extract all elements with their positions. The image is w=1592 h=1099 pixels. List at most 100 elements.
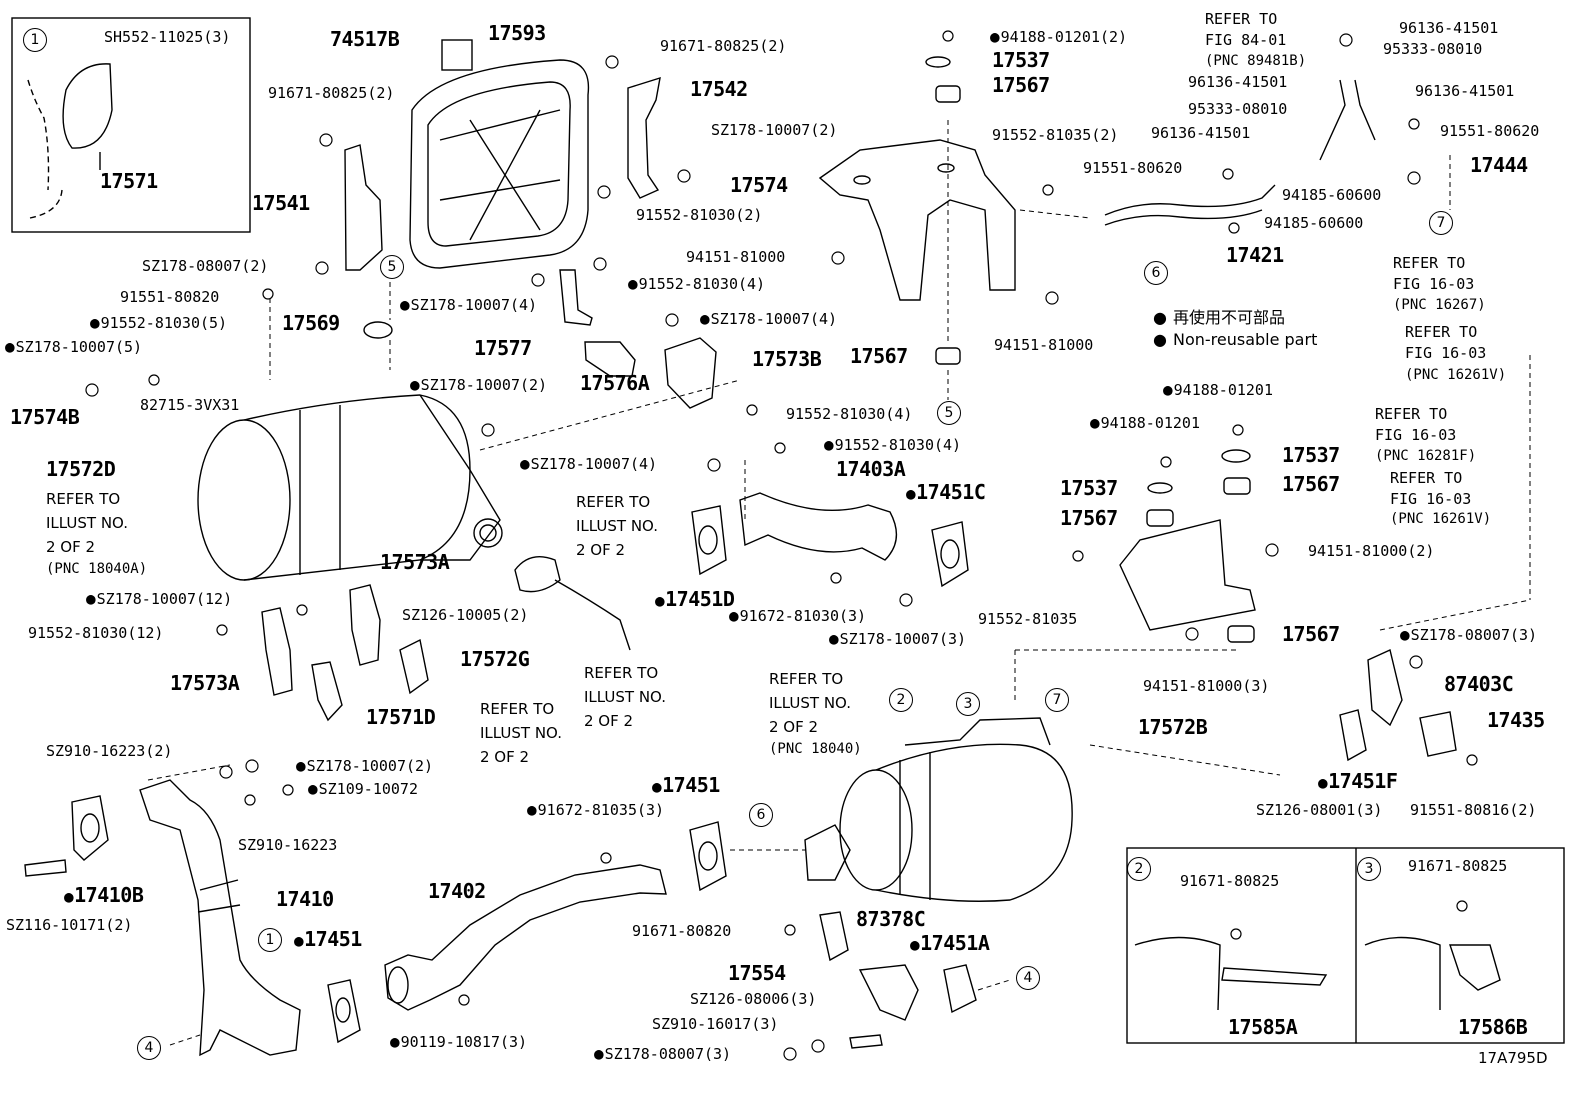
part-label: 17451C [906,481,986,505]
part-label: 91671-80820 [632,922,732,940]
bracket-17541-shape [344,144,383,271]
sensor-pipe-17421-shape [1104,184,1276,216]
part-label: 17410 [276,887,334,911]
part-label: 91552-81030(2) [636,206,763,224]
front-pipe-17410-shape [139,779,301,1057]
part-label: 91551-80816(2) [1410,801,1537,819]
refer-note: REFER TO [1375,405,1448,423]
callout-6: 6 [1144,261,1168,285]
part-label: 91671-80825 [1408,857,1508,875]
part-label: 17572G [460,647,530,671]
part-label: 17537 [992,48,1050,72]
callout-4: 4 [1016,966,1040,990]
part-label: SZ178-10007(4) [700,310,837,328]
part-label: 17577 [474,336,532,360]
callout-5: 5 [380,255,404,279]
refer-note: FIG 16-03 [1375,426,1457,444]
part-label: 94151-81000(3) [1143,677,1270,695]
part-label: 17541 [252,191,310,215]
part-label: 17444 [1470,153,1528,177]
part-label: SZ178-10007(4) [520,455,657,473]
part-label: 74517B [330,27,400,51]
part-label: 87378C [856,907,926,931]
part-label: 17574B [10,405,80,429]
callout-2: 2 [1127,857,1151,881]
refer-note: 2 OF 2 [769,718,819,736]
callout-6: 6 [749,803,773,827]
part-label: 17403A [836,457,906,481]
part-label: 17567 [1060,506,1118,530]
part-label: 94188-01201 [1090,414,1200,432]
part-label: 91552-81030(4) [628,275,765,293]
part-label: 94185-60600 [1282,186,1382,204]
part-label: 17573A [380,550,450,574]
part-label: 17435 [1487,708,1545,732]
part-label: 96136-41501 [1188,73,1288,91]
part-label: 17573A [170,671,240,695]
part-label: 91552-81035 [978,610,1078,628]
part-label: 94151-81000 [686,248,786,266]
refer-note: ILLUST NO. [769,694,852,712]
part-label: 17567 [1282,472,1340,496]
refer-note: REFER TO [1393,254,1466,272]
part-label: SZ126-10005(2) [402,606,529,624]
refer-note: FIG 16-03 [1393,275,1475,293]
part-label: 87403C [1444,672,1514,696]
part-label: 91551-80620 [1440,122,1540,140]
callout-7: 7 [1045,688,1069,712]
diagram-code: 17A795D [1478,1049,1548,1067]
part-label: 94188-01201(2) [990,28,1127,46]
part-label: 17554 [728,961,786,985]
part-label: 17572D [46,457,116,481]
part-label: 91671-80825 [1180,872,1280,890]
part-label: 17571D [366,705,436,729]
dpf-rear-front-shape [839,769,913,891]
refer-note: 2 OF 2 [584,712,634,730]
pipe-17403a-shape [739,492,898,561]
part-label: 17451F [1318,770,1398,794]
refer-note: (PNC 16261V) [1390,511,1492,527]
refer-note: 2 OF 2 [576,541,626,559]
part-label: 17410B [64,884,144,908]
part-label: 17567 [992,73,1050,97]
part-label: SZ178-08007(3) [594,1045,731,1063]
legend-jp: ●再使用不可部品 [1153,308,1285,327]
part-label: 17567 [850,344,908,368]
part-label: 17451 [652,774,720,798]
part-label: SZ178-10007(2) [410,376,547,394]
refer-note: ILLUST NO. [46,514,129,532]
part-label: SZ178-10007(12) [86,590,232,608]
part-label: 94188-01201 [1163,381,1273,399]
refer-note: REFER TO [576,493,651,511]
part-label: 17576A [580,371,650,395]
part-label: 17537 [1060,476,1118,500]
part-label: 17585A [1228,1015,1298,1039]
part-label: 96136-41501 [1399,19,1499,37]
refer-note: REFER TO [584,664,659,682]
part-label: SZ126-08001(3) [1256,801,1383,819]
part-label: SZ910-16223(2) [46,742,173,760]
part-label: 17573B [752,347,822,371]
center-pipe-17402-shape [384,864,667,1011]
part-label: 17571 [100,169,158,193]
part-label: 94151-81000(2) [1308,542,1435,560]
part-label: 95333-08010 [1188,100,1288,118]
refer-note: (PNC 16261V) [1405,367,1507,383]
part-label: 17451D [655,588,735,612]
part-label: 91552-81030(4) [786,405,913,423]
part-label: 94185-60600 [1264,214,1364,232]
callout-4: 4 [137,1036,161,1060]
part-label: SZ178-10007(3) [829,630,966,648]
part-label: 91551-80620 [1083,159,1183,177]
part-label: SZ116-10171(2) [6,916,133,934]
callout-7: 7 [1429,211,1453,235]
bracket-17571-shape [62,63,113,149]
part-label: 95333-08010 [1383,40,1483,58]
refer-note: ILLUST NO. [576,517,659,535]
part-label: 17574 [730,173,788,197]
callout-3: 3 [956,692,980,716]
refer-note: FIG 16-03 [1390,490,1472,508]
inset-box-2-3 [1126,847,1565,1044]
part-label: 91672-81030(3) [729,607,866,625]
